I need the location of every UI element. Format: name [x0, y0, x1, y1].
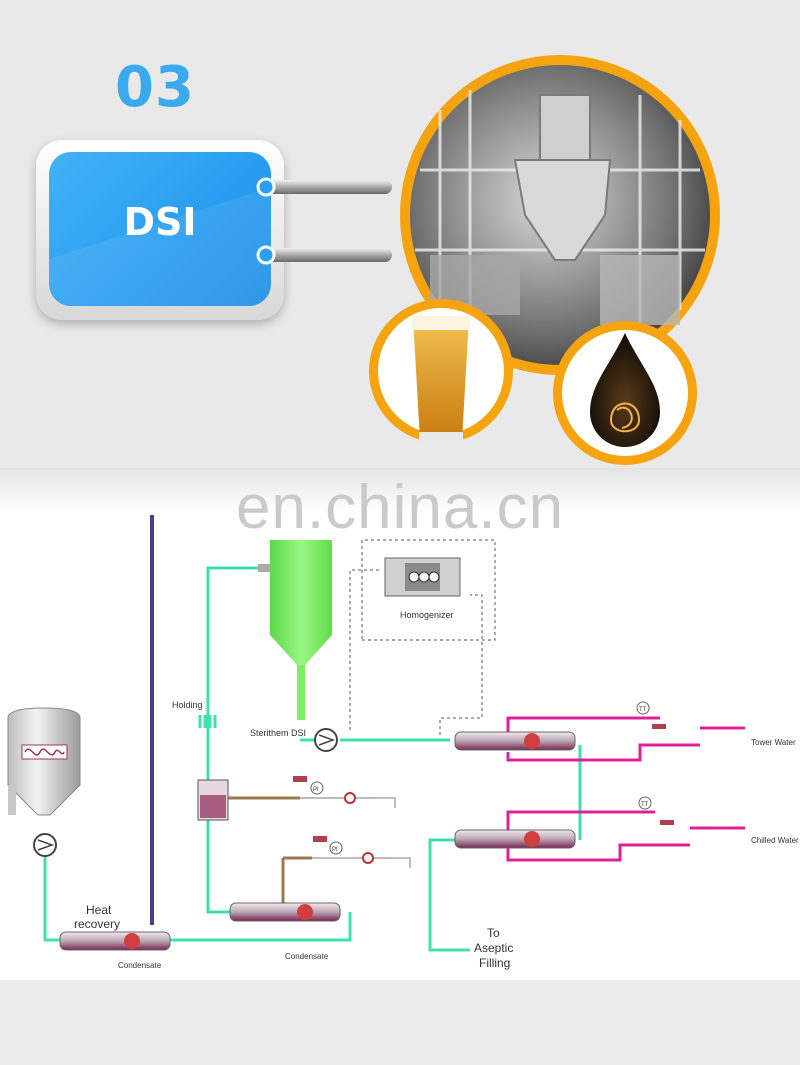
control-line — [349, 539, 496, 735]
aseptic-label-2: Aseptic — [474, 941, 513, 955]
step-number: 03 — [115, 55, 195, 120]
tt-label-2: TT — [641, 802, 649, 808]
connector-bar-icon — [256, 177, 392, 265]
cooling-line — [506, 716, 745, 862]
sterilizer-vessel — [258, 540, 332, 720]
flash-vessel — [197, 779, 229, 821]
sterilizer-label: Sterithem DSI — [250, 728, 306, 738]
heat-recovery-label-1: Heat — [86, 903, 112, 917]
oil-drop-photo — [553, 321, 697, 465]
steam-column — [150, 515, 154, 925]
aseptic-label-1: To — [487, 926, 500, 940]
heat-exchanger-icon — [59, 731, 576, 951]
diagram-section — [0, 468, 800, 980]
heat-recovery-label-2: recovery — [74, 917, 120, 931]
homogenizer-label: Homogenizer — [400, 610, 454, 620]
holding-tube — [198, 715, 217, 728]
beer-glass-photo — [369, 299, 513, 444]
pi-label-1: PI — [313, 787, 319, 793]
diagram-top-band — [0, 468, 800, 512]
aseptic-label-3: Filling — [479, 956, 510, 970]
dsi-card-label: DSI — [123, 200, 197, 244]
valve-icon — [293, 701, 674, 864]
homogenizer-icon — [384, 557, 461, 597]
condensate-mid-label: Condensate — [285, 952, 329, 961]
pump-icon — [33, 728, 338, 857]
condensate-left-label: Condensate — [118, 961, 162, 970]
tower-water-label: Tower Water — [751, 738, 796, 747]
tt-label-1: TT — [639, 707, 647, 713]
steam-supply — [300, 797, 411, 868]
dsi-card — [49, 152, 271, 306]
watermark-text: en.china.cn — [235, 473, 565, 542]
steam-line — [228, 796, 312, 905]
bottom-strip — [0, 980, 800, 1065]
holding-label: Holding — [172, 700, 203, 710]
chilled-water-label: Chilled Water — [751, 836, 799, 845]
tank-icon — [7, 707, 81, 816]
pi-label-2: PI — [332, 847, 338, 853]
